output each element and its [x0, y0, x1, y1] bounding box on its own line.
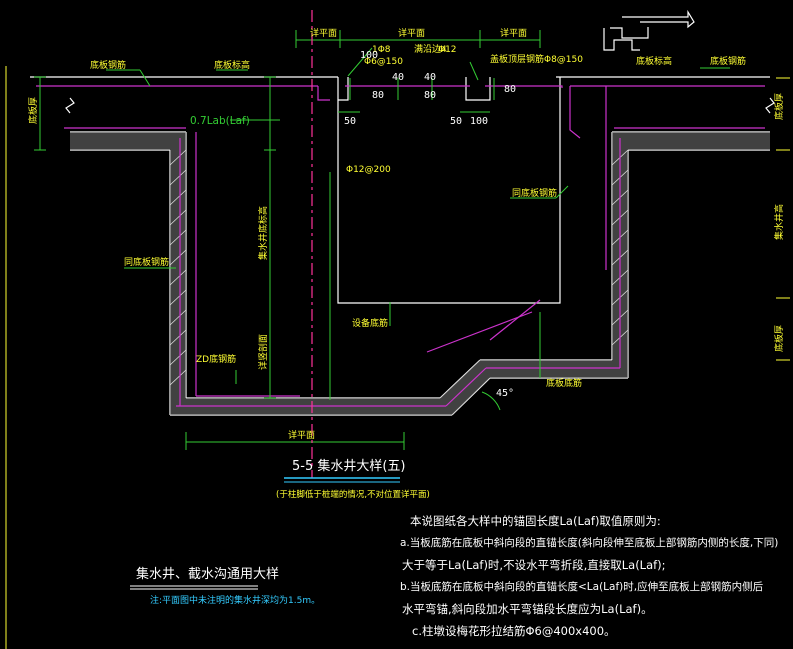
- right-edge-marks: [5, 66, 790, 649]
- note-c: c.柱墩设梅花形拉结筋Φ6@400x400。: [412, 624, 616, 638]
- label-bar-phi12-text: 满沿边4: [414, 44, 447, 55]
- label-right-side-1: 底板厚: [773, 93, 785, 120]
- dim-40b: 40: [424, 72, 436, 83]
- dim-100b: 100: [470, 116, 488, 127]
- label-bottom-rebar-left: 底板钢筋: [90, 59, 126, 71]
- note-b2: 水平弯锚,斜向段加水平弯锚段长度应为La(Laf)。: [402, 602, 653, 616]
- note-b1: b.当板底筋在底板中斜向段的直锚长度<La(Laf)时,应伸至底板上部钢筋内侧后: [400, 581, 764, 593]
- dim-bottom-mid: 详平面: [288, 429, 315, 441]
- rebar-lines: [36, 85, 765, 407]
- dim-top-right: 详平面: [500, 27, 527, 39]
- dim-top-left: 详平面: [310, 27, 337, 39]
- label-right-side-3: 底板厚: [773, 325, 785, 352]
- hatch-lines: [169, 149, 629, 386]
- dim-slope: 45°: [496, 388, 514, 399]
- label-phi12: Φ12@200: [346, 165, 391, 175]
- vertical-labels: 底板厚 集水井底标高 详竖剖面 底板厚 集水井高 底板厚: [27, 93, 785, 370]
- label-same-rebar-left: 同底板钢筋: [124, 256, 169, 268]
- label-vert-mid: 集水井底标高: [257, 206, 269, 260]
- label-left-side: 底板厚: [27, 97, 39, 124]
- label-bottom-plate-rebar: 底板底筋: [546, 377, 582, 389]
- section2-title-text: 集水井、截水沟通用大样: [136, 566, 279, 582]
- label-elev-right: 底板标高: [636, 55, 672, 67]
- label-zd-rebar: ZD底钢筋: [196, 353, 236, 365]
- label-cover-plate: 盖板顶层钢筋Φ8@150: [490, 53, 583, 65]
- label-bottom-rebar-right: 底板钢筋: [710, 55, 746, 67]
- dim-80c: 80: [504, 84, 516, 95]
- title-sub: (于柱脚低于桩端的情况,不对位置详平面): [276, 489, 430, 500]
- dimension-lines: [34, 30, 730, 450]
- dim-top-mid: 详平面: [398, 27, 425, 39]
- label-extra-rebar: 设备底筋: [352, 317, 388, 329]
- label-bar-phi6: Φ6@150: [364, 57, 403, 67]
- dim-numbers: 100 40 80 40 80 80 50 50 100 45°: [344, 50, 516, 399]
- label-right-side-2: 集水井高: [773, 204, 785, 240]
- section-title: 5-5 集水井大样(五) (于柱脚低于桩端的情况,不对位置详平面): [276, 458, 430, 500]
- section2-title: 集水井、截水沟通用大样 注:平面图中未注明的集水井深均为1.5m。: [130, 566, 320, 606]
- dim-100: 100: [360, 50, 378, 61]
- dim-50b: 50: [450, 116, 462, 127]
- dim-80b: 80: [424, 90, 436, 101]
- drawing-labels: 详平面 详平面 详平面 详平面 底板钢筋 底板标高 底板标高 底板钢筋 1Φ8 …: [90, 27, 746, 441]
- label-vert-mid2: 详竖剖面: [257, 334, 269, 370]
- label-same-rebar-right: 同底板钢筋: [512, 187, 557, 199]
- title-main: 5-5 集水井大样(五): [292, 458, 406, 474]
- note-heading: 本说图纸各大样中的锚固长度La(Laf)取值原则为:: [410, 514, 661, 528]
- dim-50a: 50: [344, 116, 356, 127]
- label-bar-phi8: 1Φ8: [372, 45, 391, 55]
- section2-note: 注:平面图中未注明的集水井深均为1.5m。: [150, 594, 320, 606]
- dim-40a: 40: [392, 72, 404, 83]
- concrete-hatch: [70, 132, 770, 415]
- dim-80a: 80: [372, 90, 384, 101]
- label-elev-left: 底板标高: [214, 59, 250, 71]
- note-a2: 大于等于La(Laf)时,不设水平弯折段,直接取La(Laf);: [402, 558, 666, 572]
- note-a1: a.当板底筋在底板中斜向段的直锚长度(斜向段伸至底板上部钢筋内侧的长度,下同): [400, 537, 779, 549]
- label-lab: 0.7Lab(Laf): [190, 115, 250, 127]
- label-bar-phi12: Φ12: [438, 45, 457, 55]
